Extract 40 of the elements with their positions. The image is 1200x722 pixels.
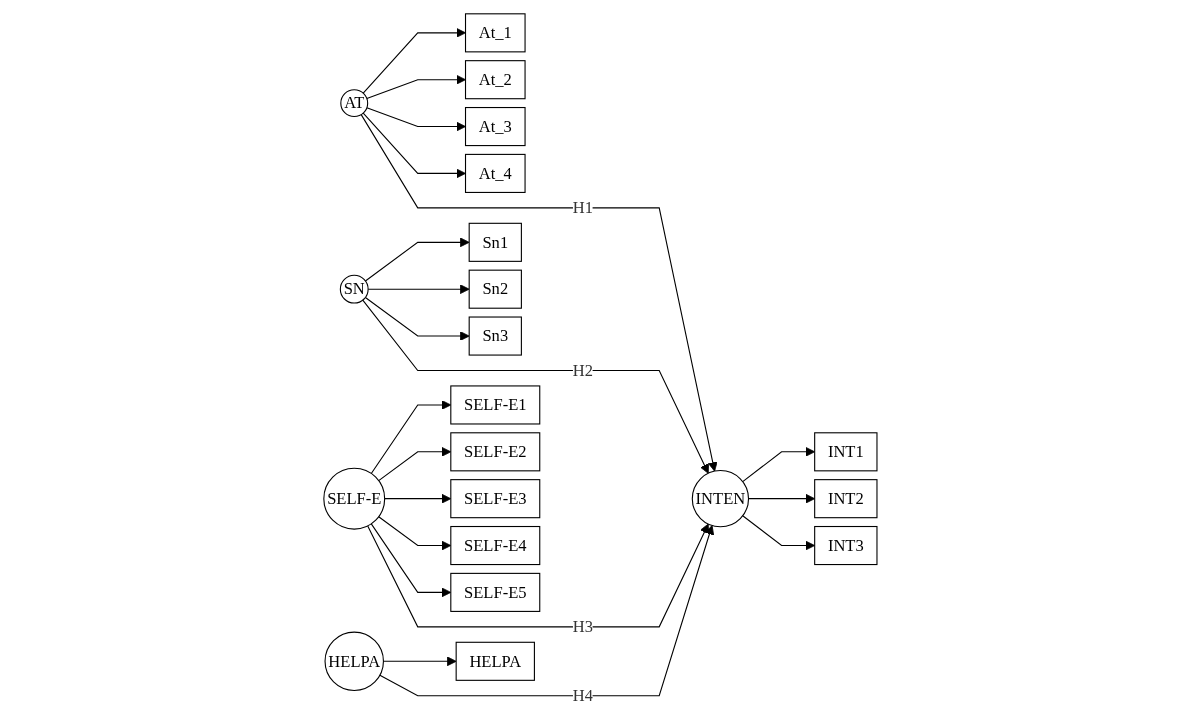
edge-label: H3 [572, 617, 593, 636]
node-circle [324, 631, 384, 692]
arrow [362, 28, 466, 94]
node-box [464, 107, 526, 147]
arrow [361, 299, 709, 474]
node-box [468, 316, 522, 356]
node-box [468, 222, 522, 262]
node-circle [322, 467, 385, 530]
arrow [362, 112, 466, 179]
arrow [370, 523, 451, 598]
arrow [377, 516, 451, 551]
arrow [378, 525, 714, 697]
node-box [468, 269, 522, 309]
node-box [449, 525, 540, 566]
node-box [813, 525, 878, 566]
node-box [813, 479, 878, 519]
edge-label: H2 [572, 361, 593, 380]
arrow [360, 114, 718, 472]
node-box [464, 60, 526, 100]
arrow [365, 74, 466, 100]
node-circle [691, 470, 749, 528]
edge-label: H4 [572, 686, 593, 705]
node-box [449, 385, 540, 425]
arrow [741, 446, 815, 483]
node-box [813, 432, 878, 472]
node-circle [339, 274, 369, 304]
arrow [741, 515, 815, 551]
node-box [464, 153, 526, 193]
arrow [366, 523, 709, 628]
arrow [370, 400, 451, 475]
node-box [449, 432, 540, 472]
node-box [464, 13, 526, 53]
node-box [449, 479, 540, 519]
node-box [455, 641, 535, 681]
path-diagram: H1 H2 H3 H4 AT SN SELF-E HELPA At_1 At_2 At_3 At_4 Sn1 Sn2 Sn3 SELF-E1 SELF-E2 SELF-E3 SELF-E4 SELF-E5 HELPA INTEN INT1 INT2 INT3 [314, 5, 886, 717]
edge-label: H1 [572, 198, 593, 217]
arrow [365, 107, 466, 132]
node-circle [339, 89, 368, 118]
arrow [377, 446, 451, 482]
node-box [449, 572, 540, 612]
